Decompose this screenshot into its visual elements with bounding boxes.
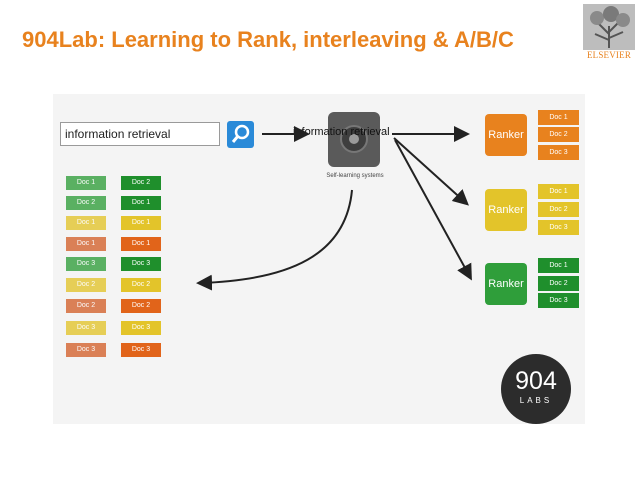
left-col2-doc: Doc 2	[121, 176, 161, 190]
ranker-yellow: Ranker	[485, 189, 527, 231]
left-col2-doc: Doc 2	[121, 299, 161, 313]
left-col1-doc: Doc 1	[66, 237, 106, 251]
learning-engine-icon	[328, 112, 380, 167]
left-col2-doc: Doc 2	[121, 278, 161, 292]
904labs-badge-sub: LABS	[519, 396, 553, 405]
left-col2-doc: Doc 3	[121, 343, 161, 357]
elsevier-tree-logo	[583, 4, 635, 50]
ranker-orange-doc: Doc 1	[538, 110, 579, 125]
left-col2-doc: Doc 1	[121, 196, 161, 210]
904labs-badge	[501, 354, 571, 424]
left-col1-doc: Doc 2	[66, 299, 106, 313]
left-col1-doc: Doc 3	[66, 343, 106, 357]
engine-query-text: information retrieval	[293, 126, 390, 138]
slide-title: 904Lab: Learning to Rank, interleaving &…	[22, 27, 514, 52]
search-icon	[231, 124, 250, 143]
ranker-green: Ranker	[485, 263, 527, 305]
engine-label: Self-learning systems	[326, 173, 384, 179]
ranker-yellow-doc: Doc 3	[538, 220, 579, 235]
ranker-yellow-doc: Doc 1	[538, 184, 579, 199]
left-col1-doc: Doc 1	[66, 216, 106, 230]
ranker-green-doc: Doc 2	[538, 276, 579, 291]
ranker-orange: Ranker	[485, 114, 527, 156]
ranker-green-doc: Doc 1	[538, 258, 579, 273]
left-col1-doc: Doc 2	[66, 278, 106, 292]
elsevier-logo-text: ELSEVIER	[586, 50, 632, 60]
ranker-green-doc: Doc 3	[538, 293, 579, 308]
left-col2-doc: Doc 3	[121, 321, 161, 335]
ranker-yellow-doc: Doc 2	[538, 202, 579, 217]
search-button[interactable]	[227, 121, 254, 148]
left-col2-doc: Doc 1	[121, 237, 161, 251]
left-col1-doc: Doc 2	[66, 196, 106, 210]
left-col1-doc: Doc 1	[66, 176, 106, 190]
ranker-orange-doc: Doc 2	[538, 127, 579, 142]
left-col1-doc: Doc 3	[66, 321, 106, 335]
left-col2-doc: Doc 3	[121, 257, 161, 271]
left-col1-doc: Doc 3	[66, 257, 106, 271]
search-input[interactable]: information retrieval	[60, 122, 220, 146]
left-col2-doc: Doc 1	[121, 216, 161, 230]
904labs-badge-number: 904	[515, 367, 557, 395]
ranker-orange-doc: Doc 3	[538, 145, 579, 160]
